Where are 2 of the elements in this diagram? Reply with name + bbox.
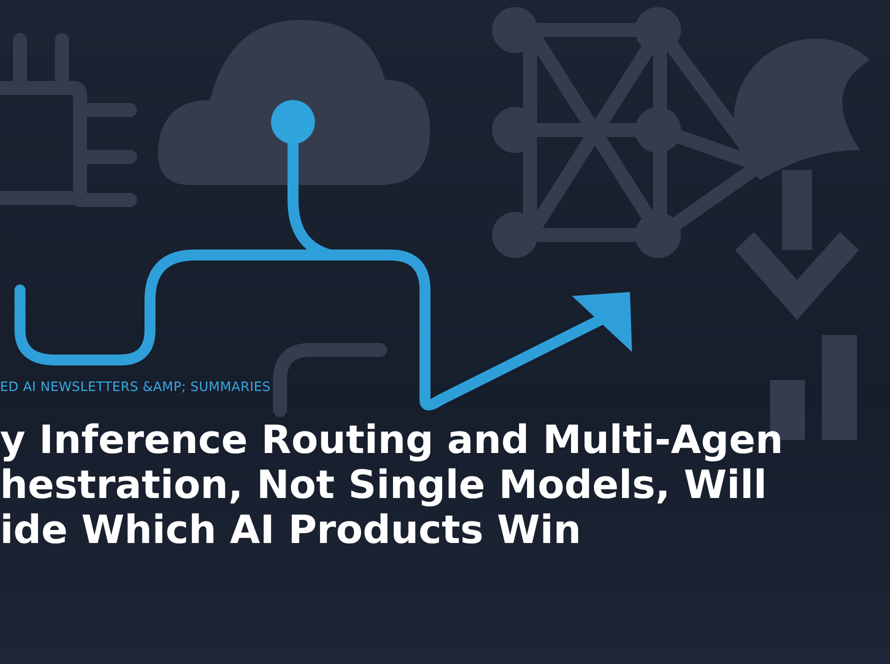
category-label: ED AI NEWSLETTERS &AMP; SUMMARIES (0, 380, 271, 395)
article-title: y Inference Routing and Multi-Agen hestration, Not Single Models, Will ide Which AI Products Win (0, 418, 784, 553)
